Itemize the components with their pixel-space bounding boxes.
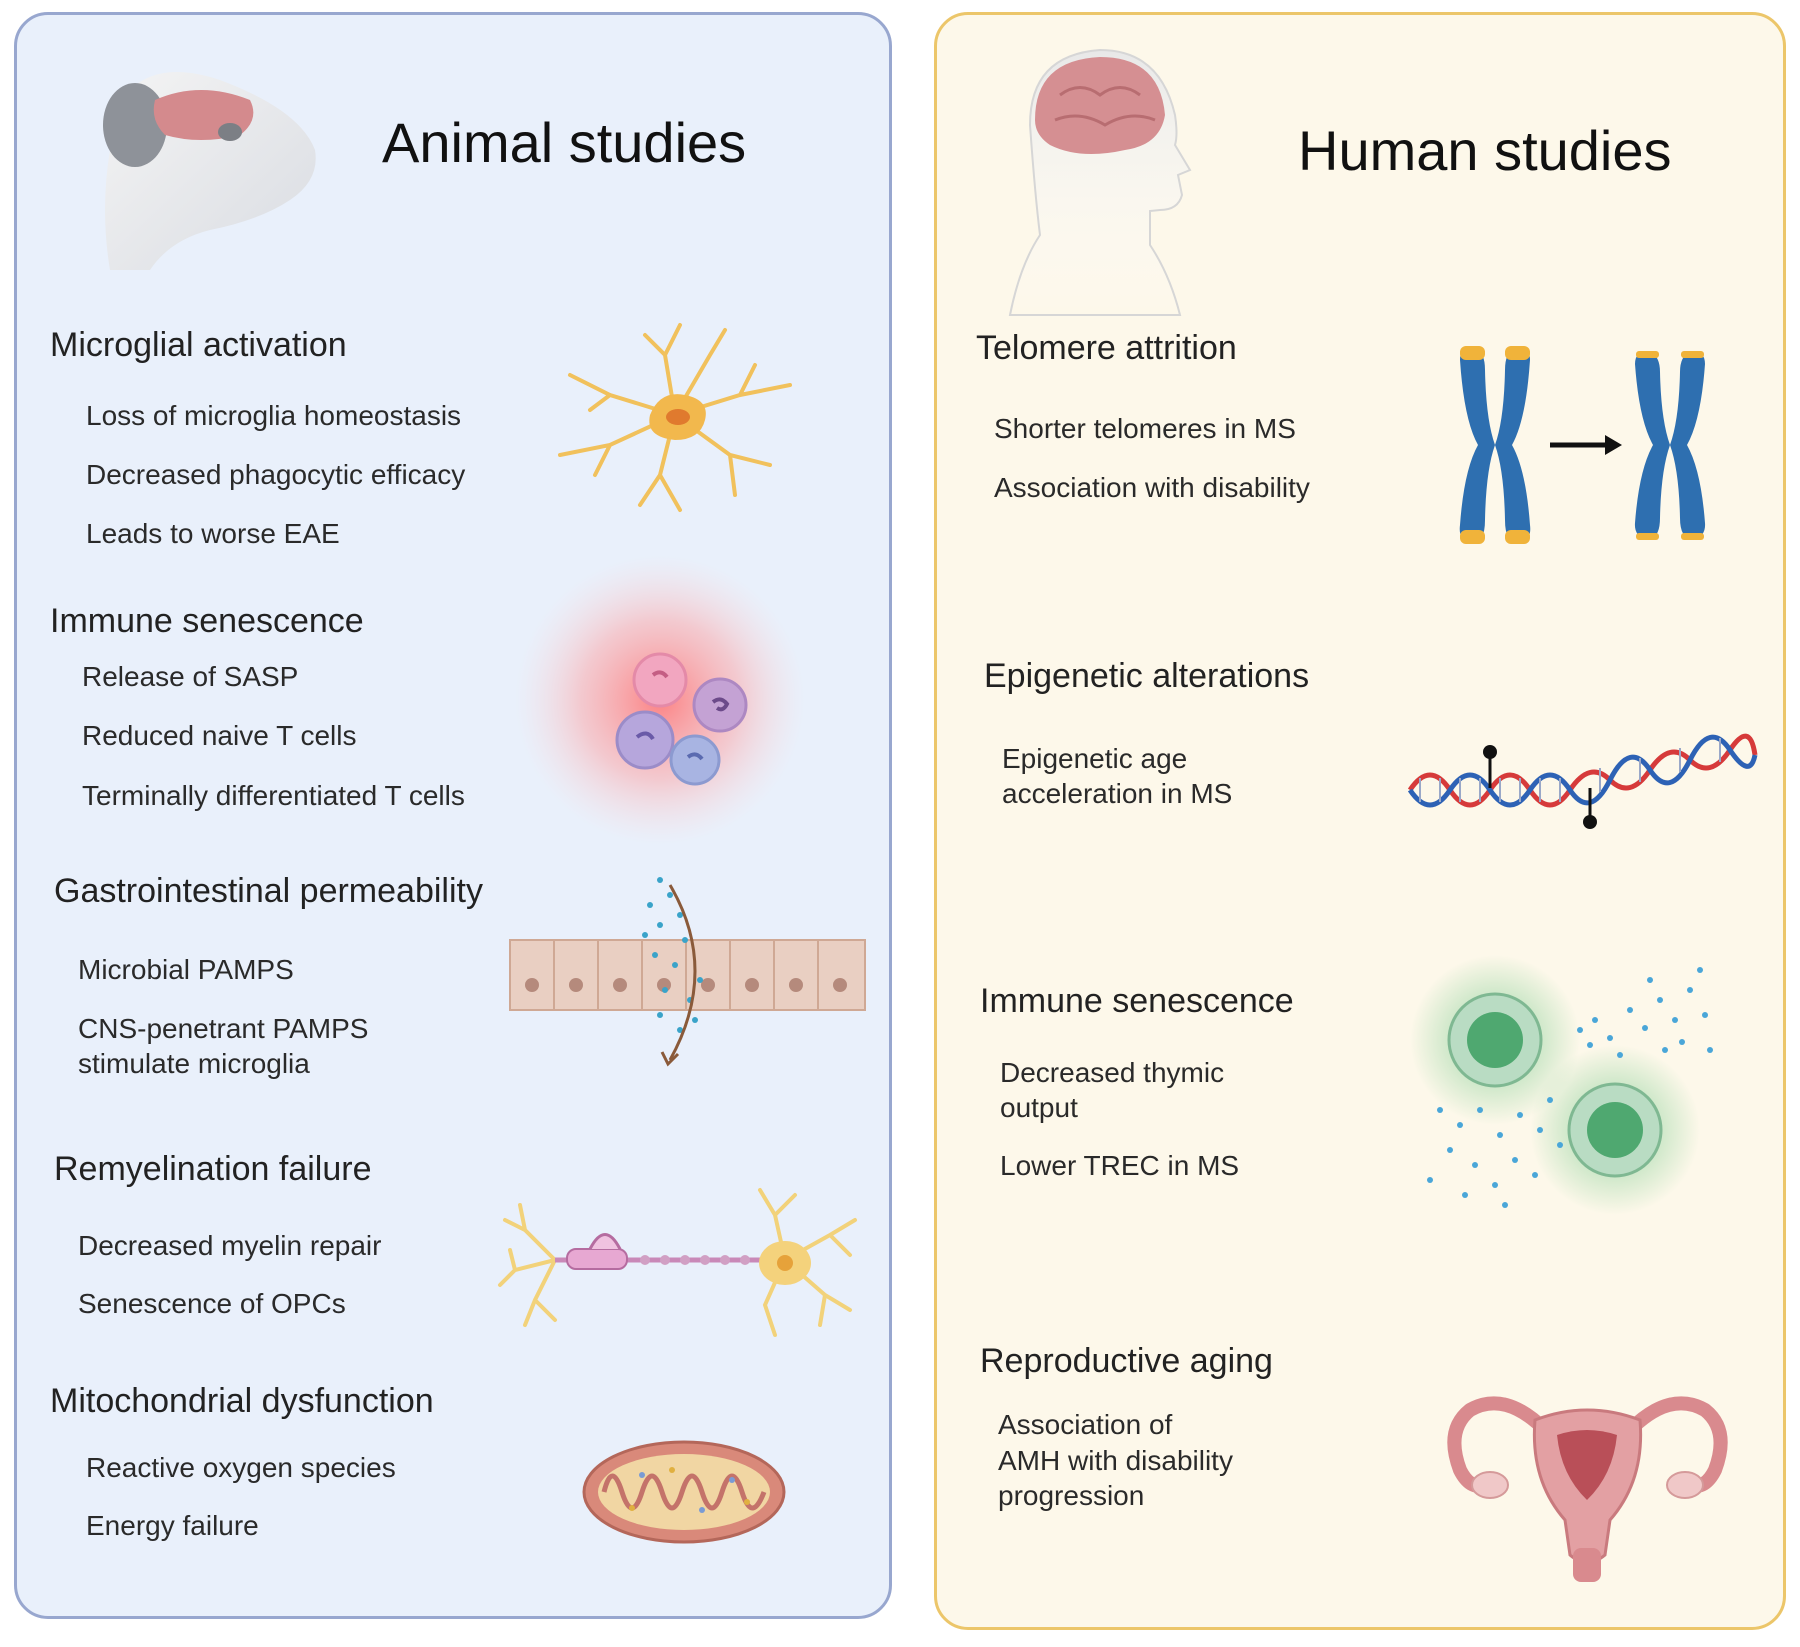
list-item: Epigenetic age xyxy=(1002,743,1188,774)
list-item: Association of xyxy=(998,1409,1173,1440)
list-item: Decreased myelin repair xyxy=(78,1230,382,1261)
uterus-icon xyxy=(1447,1396,1728,1582)
list-item: Association with disability xyxy=(994,472,1310,503)
section-title-immune-senescence-human: Immune senescence xyxy=(980,982,1294,1020)
list-item: Leads to worse EAE xyxy=(86,518,340,549)
section-title-reproductive-aging: Reproductive aging xyxy=(980,1342,1273,1380)
list-item: acceleration in MS xyxy=(1002,778,1233,809)
section-title-gastrointestinal-permeability: Gastrointestinal permeability xyxy=(54,872,483,910)
list-item: Microbial PAMPS xyxy=(78,954,294,985)
list-item: stimulate microglia xyxy=(78,1048,310,1079)
human-studies-title: Human studies xyxy=(1298,119,1672,182)
senescent-cells-icon xyxy=(515,555,805,845)
list-item: Decreased thymic xyxy=(1000,1057,1225,1088)
list-item: CNS-penetrant PAMPS xyxy=(78,1013,369,1044)
list-item: Reactive oxygen species xyxy=(86,1452,396,1483)
microglia-cell-icon xyxy=(558,323,792,512)
list-item: AMH with disability xyxy=(998,1445,1233,1476)
section-title-remyelination-failure: Remyelination failure xyxy=(54,1150,372,1188)
list-item: Lower TREC in MS xyxy=(1000,1150,1240,1181)
chromosome-shortening-icon xyxy=(1459,346,1706,544)
animal-studies-title: Animal studies xyxy=(382,111,747,174)
dna-methylation-icon xyxy=(1407,733,1758,829)
intestinal-epithelium-icon xyxy=(509,877,866,1067)
list-item: Shorter telomeres in MS xyxy=(994,413,1296,444)
list-item: Loss of microglia homeostasis xyxy=(86,400,462,431)
section-title-immune-senescence-animal: Immune senescence xyxy=(50,602,364,640)
list-item: Senescence of OPCs xyxy=(78,1288,346,1319)
section-title-telomere-attrition: Telomere attrition xyxy=(976,329,1237,367)
section-title-epigenetic-alterations: Epigenetic alterations xyxy=(984,657,1310,695)
list-item: progression xyxy=(998,1480,1145,1511)
human-head-icon xyxy=(1008,48,1192,316)
section-title-mitochondrial-dysfunction: Mitochondrial dysfunction xyxy=(50,1382,434,1420)
list-item: Decreased phagocytic efficacy xyxy=(86,459,466,490)
neuron-myelin-icon xyxy=(498,1188,857,1337)
mouse-head-icon xyxy=(103,72,316,270)
t-cells-icon xyxy=(1410,955,1713,1215)
list-item: Reduced naive T cells xyxy=(82,720,357,751)
mitochondrion-icon xyxy=(582,1440,786,1544)
list-item: output xyxy=(1000,1092,1078,1123)
list-item: Energy failure xyxy=(86,1510,259,1541)
list-item: Terminally differentiated T cells xyxy=(82,780,465,811)
list-item: Release of SASP xyxy=(82,661,299,692)
section-title-microglial-activation: Microglial activation xyxy=(50,326,347,364)
